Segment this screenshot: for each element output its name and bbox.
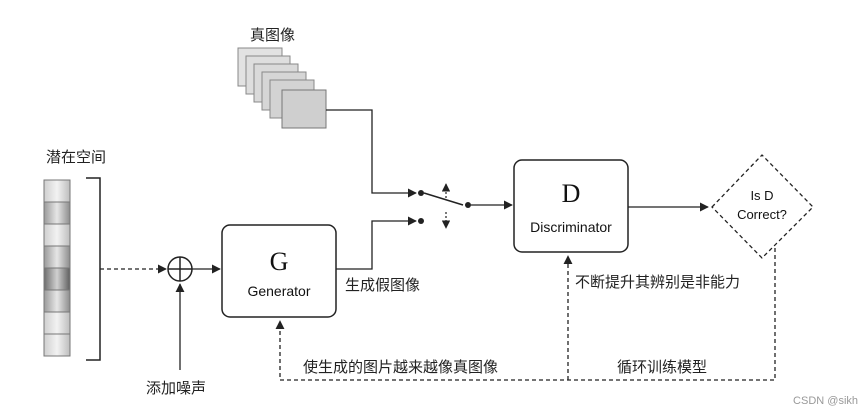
watermark: CSDN @sikh: [793, 395, 858, 407]
latent-bracket: [86, 177, 101, 361]
decision-diamond: Is D Correct?: [711, 154, 814, 259]
latent-space-label: 潜在空间: [46, 148, 106, 166]
make-real-label: 使生成的图片越来越像真图像: [303, 358, 498, 376]
latent-space-vector: [43, 179, 71, 357]
loop-training-label: 循环训练模型: [617, 358, 707, 376]
add-noise-label: 添加噪声: [146, 379, 206, 397]
generator-box: G Generator: [221, 224, 337, 318]
generate-fake-label: 生成假图像: [345, 276, 420, 294]
fake-image-arrow: [336, 216, 417, 270]
improve-discriminator-label: 不断提升其辨别是非能力: [575, 273, 740, 291]
noise-adder-icon: [167, 256, 193, 282]
generator-letter: G: [270, 247, 289, 276]
decision-line1: Is D: [750, 188, 773, 203]
real-images-stack: [237, 47, 327, 129]
input-switch-icon: [418, 183, 471, 229]
real-image-arrow: [326, 109, 417, 198]
discriminator-letter: D: [562, 179, 581, 208]
real-images-label: 真图像: [250, 26, 295, 44]
feedback-to-generator-arrow: [275, 248, 776, 381]
decision-line2: Correct?: [737, 207, 787, 222]
discriminator-box: D Discriminator: [513, 159, 629, 253]
generator-name: Generator: [247, 283, 310, 299]
discriminator-name: Discriminator: [530, 219, 612, 235]
